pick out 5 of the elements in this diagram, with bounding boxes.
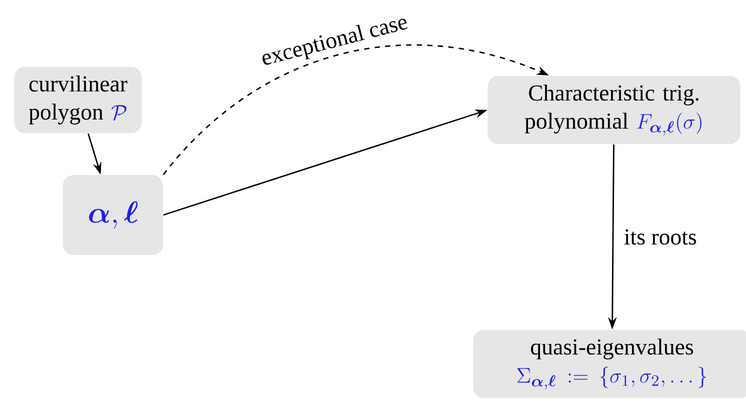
process-box: quasi-eigenvalues $\Sigma_{\boldsymbol{\alpha},\boldsymbol{\ell}} := \{\sigma_1, \sigma_2, \dots\}$ xyxy=(473,330,746,398)
edge-label: its roots xyxy=(624,229,696,245)
process-box: Characteristic trig. polynomial $F_{\boldsymbol{\alpha},\boldsymbol{\ell}}(\sigma)$ xyxy=(488,76,740,144)
process-box: $\boldsymbol{\alpha}, \boldsymbol{\ell}$ xyxy=(63,174,163,255)
process-box: curvilinear polygon $\mathcal{P}$ xyxy=(14,66,142,134)
